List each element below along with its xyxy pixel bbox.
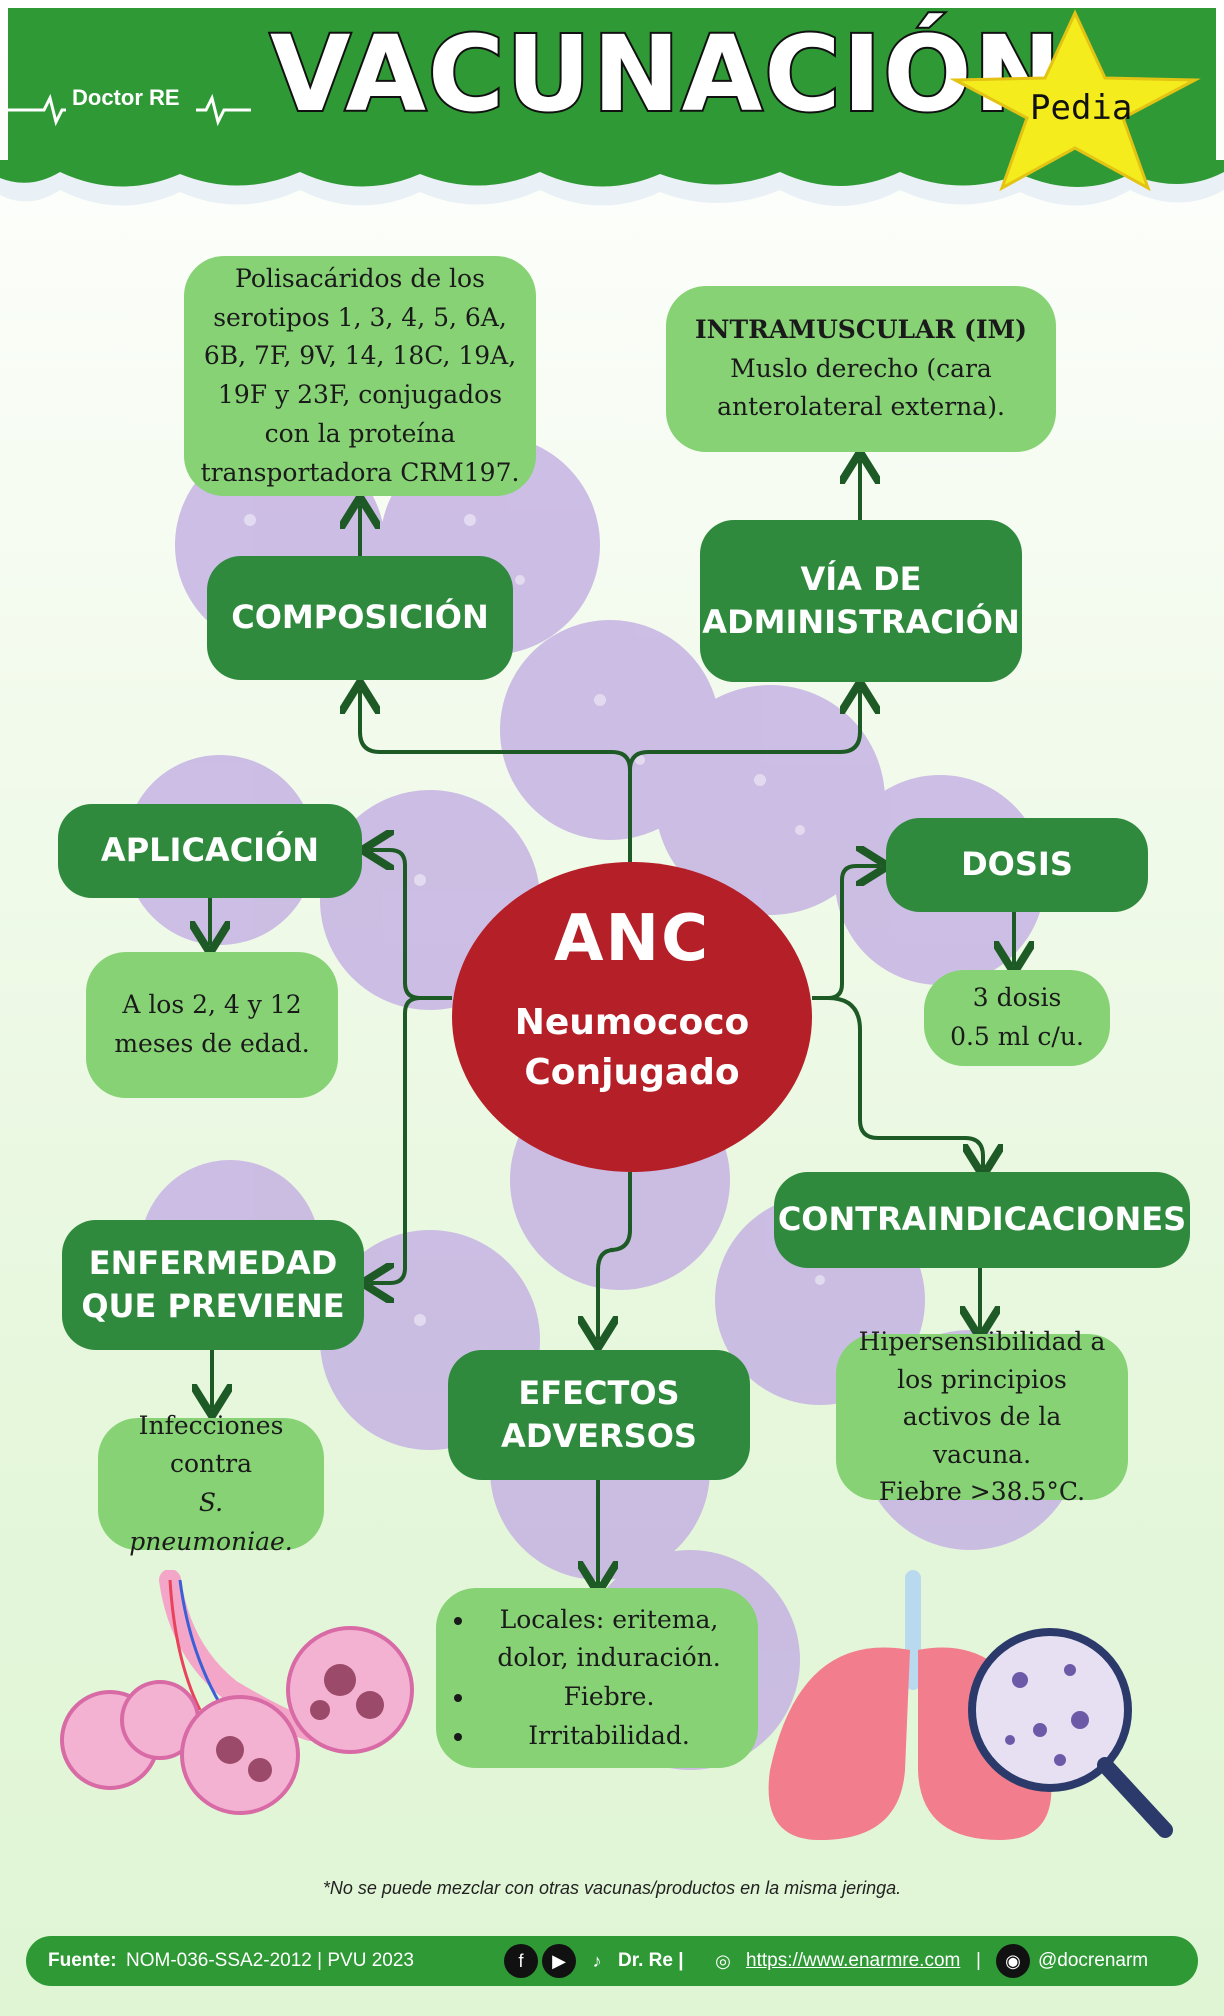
via-line2: ADMINISTRACIÓN [702, 603, 1020, 641]
node-composicion: COMPOSICIÓN [207, 556, 513, 680]
globe-icon[interactable]: ◎ [715, 1950, 731, 1971]
efectos-line1: EFECTOS [518, 1373, 680, 1412]
footnote: *No se puede mezclar con otras vacunas/p… [322, 1878, 902, 1898]
facebook-icon[interactable]: f [504, 1944, 538, 1978]
info-composicion: Polisacáridos de los serotipos 1, 3, 4, … [184, 256, 536, 496]
author-name: Dr. Re | [618, 1950, 684, 1971]
efecto-item: Fiebre. [476, 1678, 742, 1717]
instagram-handle[interactable]: @docrenarm [1038, 1950, 1149, 1971]
efecto-item: Locales: eritema, dolor, induración. [476, 1601, 742, 1679]
info-aplicacion: A los 2, 4 y 12 meses de edad. [86, 952, 338, 1098]
contra-fiebre: Fiebre >38.5°C. [878, 1477, 1086, 1507]
via-line1: VÍA DE [800, 559, 922, 598]
node-contraindicaciones: CONTRAINDICACIONES [774, 1172, 1190, 1268]
brand-name: Doctor RE [72, 85, 180, 110]
enfermedad-line2: QUE PREVIENE [81, 1287, 345, 1325]
instagram-icon[interactable]: ◉ [996, 1944, 1030, 1978]
info-enfermedad: Infecciones contra S. pneumoniae. [98, 1411, 324, 1556]
footer-separator: | [976, 1950, 981, 1971]
star-icon [949, 9, 1201, 192]
node-enfermedad-que-previene: ENFERMEDAD QUE PREVIENE [62, 1220, 364, 1350]
center-subtitle-2: Conjugado [524, 1052, 740, 1093]
via-site: Muslo derecho (cara anterolateral extern… [717, 353, 1005, 422]
center-title: ANC [553, 902, 711, 976]
contra-text: Hipersensibilidad a los principios activ… [858, 1327, 1106, 1469]
info-contraindicaciones: Hipersensibilidad a los principios activ… [836, 1327, 1128, 1506]
enfermedad-line1: ENFERMEDAD [88, 1243, 338, 1282]
info-via-administracion: INTRAMUSCULAR (IM) Muslo derecho (cara a… [666, 286, 1056, 452]
tiktok-icon[interactable]: ♪ [592, 1950, 602, 1971]
node-dosis: DOSIS [886, 818, 1148, 912]
pedia-badge: Pedia [1030, 88, 1133, 128]
footer-bar: Fuente: NOM-036-SSA2-2012 | PVU 2023 f ▶… [26, 1936, 1198, 1986]
dosis-volume: 0.5 ml c/u. [950, 1022, 1084, 1051]
efectos-line2: ADVERSOS [501, 1417, 697, 1455]
heartbeat-icon [6, 93, 251, 127]
center-subtitle-1: Neumococo [514, 1002, 750, 1043]
center-circle: ANC Neumococo Conjugado [452, 862, 812, 1172]
info-dosis: 3 dosis 0.5 ml c/u. [924, 970, 1110, 1066]
alveoli-illustration [60, 1570, 414, 1815]
via-route: INTRAMUSCULAR (IM) [694, 314, 1028, 344]
node-via-administracion: VÍA DE ADMINISTRACIÓN [700, 520, 1022, 682]
efecto-item: Irritabilidad. [476, 1717, 742, 1756]
source-text: NOM-036-SSA2-2012 | PVU 2023 [126, 1950, 414, 1971]
header-snow-edge [0, 160, 1224, 206]
youtube-icon[interactable]: ▶ [542, 1944, 576, 1978]
info-efectos-adversos: Locales: eritema, dolor, induración. Fie… [436, 1588, 758, 1768]
website-link[interactable]: https://www.enarmre.com [746, 1950, 961, 1971]
node-aplicacion: APLICACIÓN [58, 804, 362, 898]
dosis-count: 3 dosis [972, 983, 1062, 1013]
source-label: Fuente: [48, 1950, 117, 1971]
enfermedad-pathogen: S. pneumoniae. [129, 1488, 293, 1556]
lungs-illustration [768, 1570, 1173, 1840]
node-efectos-adversos: EFECTOS ADVERSOS [448, 1350, 750, 1480]
enfermedad-text: Infecciones contra [138, 1410, 284, 1479]
